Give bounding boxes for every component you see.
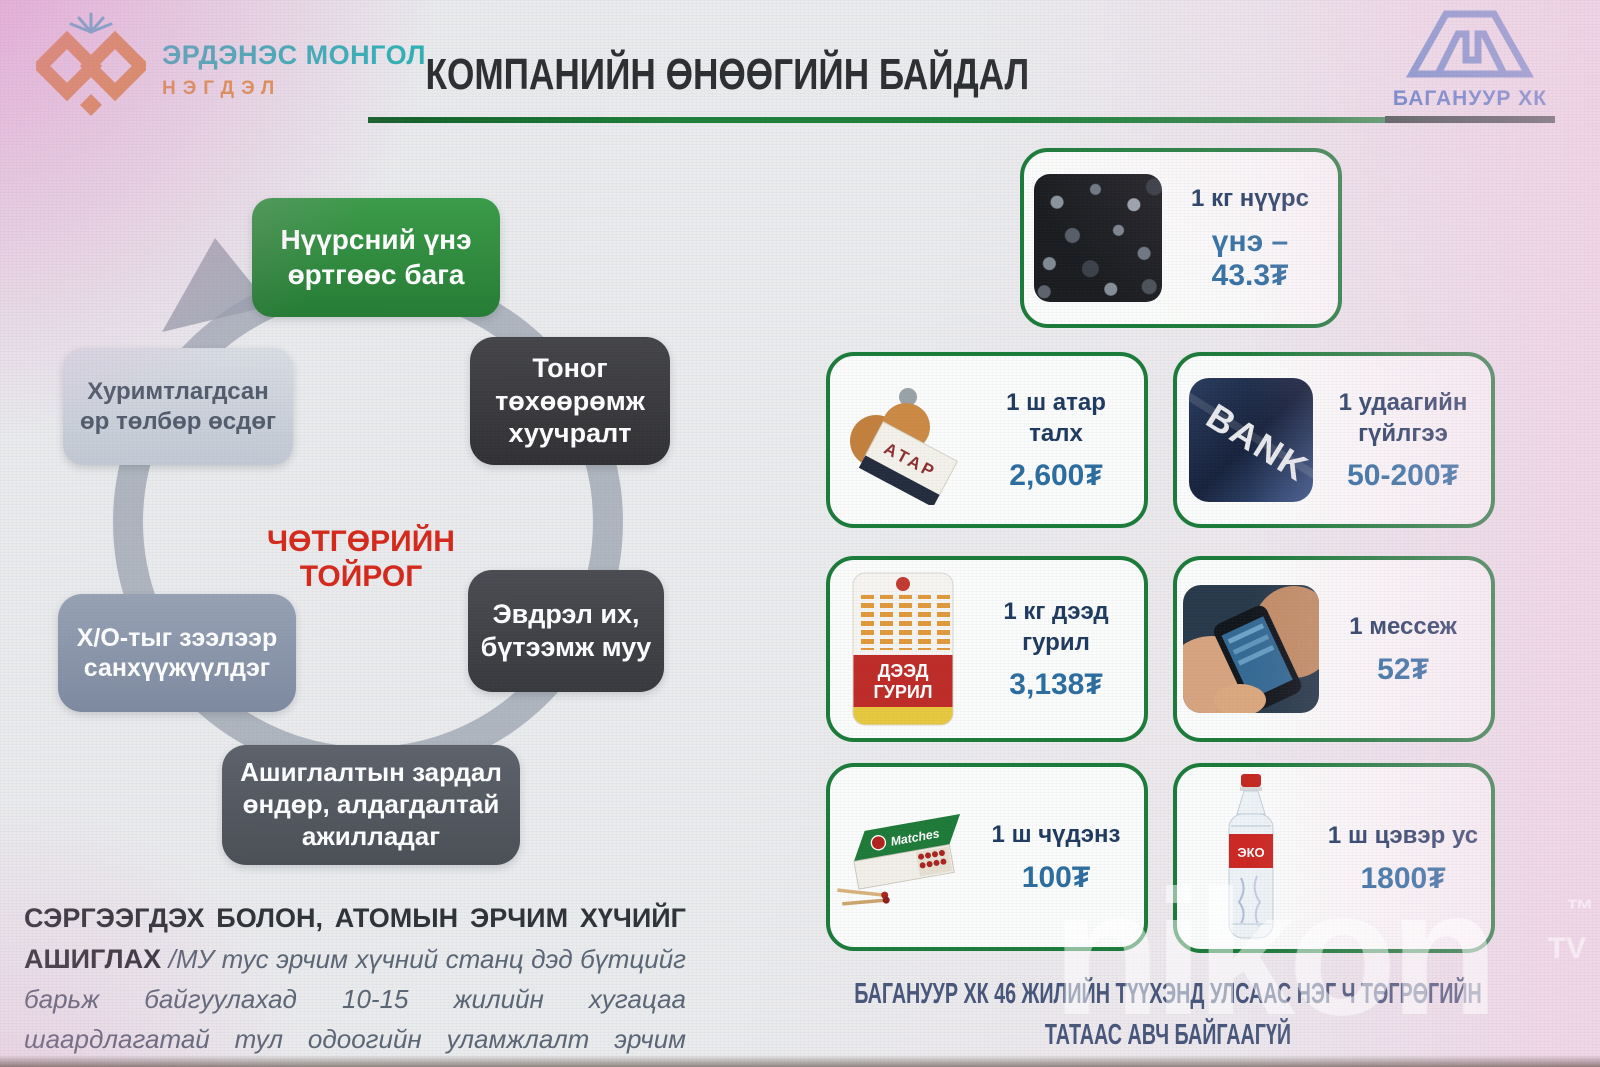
card-label: 1 ш атар талх xyxy=(1006,388,1106,447)
footer-statement-line1: БАГАНУУР ХК 46 ЖИЛИЙН ТҮҮХЭНД УЛСААС НЭГ… xyxy=(854,978,1482,1010)
footer-statement-line2: ТАТААС АВЧ БАЙГААГҮЙ xyxy=(1044,1018,1292,1051)
card-price: 2,600₮ xyxy=(1009,459,1103,493)
baganuur-label: БАГАНУУР ХК xyxy=(1392,87,1548,110)
cycle-node-breakdown: Эвдрэл их, бүтээмж муу xyxy=(468,570,664,692)
card-price: үнэ – 43.3₮ xyxy=(1211,224,1289,292)
price-card-flour: ДЭЭД ГУРИЛ 1 кг дээд гурил 3,138₮ xyxy=(826,556,1148,742)
baganuur-underline xyxy=(1385,116,1555,123)
flour-image: ДЭЭД ГУРИЛ xyxy=(852,572,954,726)
card-price: 100₮ xyxy=(1021,860,1091,894)
card-label: 1 удаагийн гүйлгээ xyxy=(1338,388,1468,447)
cycle-node-equipment: Тоног төхөөрөмж хуучралт xyxy=(470,337,670,465)
svg-text:ГУРИЛ: ГУРИЛ xyxy=(874,682,933,702)
price-card-water: ЭКО 1 ш цэвэр ус 1800₮ xyxy=(1173,763,1495,953)
card-label: 1 ш чүдэнз xyxy=(991,821,1121,849)
bread-image: АТАР xyxy=(850,388,959,505)
card-label: 1 кг дээд гурил xyxy=(1003,597,1109,656)
svg-text:ДЭЭД: ДЭЭД xyxy=(878,661,929,681)
card-price: 52₮ xyxy=(1377,652,1429,686)
cycle-node-costs: Ашиглалтын зардал өндөр, алдагдалтай ажи… xyxy=(222,745,520,865)
cycle-center-label: ЧӨТГӨРИЙН ТОЙРОГ xyxy=(267,525,455,594)
baganuur-logo: БАГАНУУР ХК xyxy=(1382,6,1558,123)
price-card-bank: BANK 1 удаагийн гүйлгээ 50-200₮ xyxy=(1173,352,1495,528)
cycle-node-debt: Хуримтлагдсан өр төлбөр өсдөг xyxy=(63,348,293,465)
erdenes-knot-icon xyxy=(36,12,146,116)
price-card-matches: Matches 1 ш чүдэнз 100₮ xyxy=(826,763,1148,951)
matchbox-image: Matches xyxy=(837,814,961,906)
coal-image xyxy=(1034,174,1162,302)
card-price: 50-200₮ xyxy=(1347,459,1459,493)
card-price: 3,138₮ xyxy=(1009,668,1103,702)
price-card-bread: АТАР 1 ш атар талх 2,600₮ xyxy=(826,352,1148,528)
card-price: 1800₮ xyxy=(1360,861,1446,895)
watermark-tv: TV xyxy=(1547,932,1586,965)
water-bottle-image: ЭКО xyxy=(1228,774,1274,939)
price-card-message: 1 мессеж 52₮ xyxy=(1173,556,1495,742)
cycle-node-loans: Х/О-тыг зээлээр санхүүжүүлдэг xyxy=(58,594,296,712)
footer-statement: БАГАНУУР ХК 46 ЖИЛИЙН ТҮҮХЭНД УЛСААС НЭГ… xyxy=(842,974,1495,1055)
card-label: 1 мессеж xyxy=(1349,613,1457,641)
energy-paragraph: СЭРГЭЭГДЭХ БОЛОН, АТОМЫН ЭРЧИМ ХҮЧИЙГ АШ… xyxy=(24,898,686,1067)
baganuur-mountain-icon xyxy=(1405,10,1535,78)
price-card-coal: 1 кг нүүрс үнэ – 43.3₮ xyxy=(1020,148,1342,328)
card-label: 1 ш цэвэр ус xyxy=(1327,822,1479,850)
card-label: 1 кг нүүрс xyxy=(1191,185,1309,213)
cycle-node-coal-price: Нүүрсний үнэ өртгөөс бага xyxy=(252,198,500,317)
watermark-tm: ™ xyxy=(1566,894,1594,925)
page-title: КОМПАНИЙН ӨНӨӨГИЙН БАЙДАЛ xyxy=(425,50,1030,99)
svg-text:ЭКО: ЭКО xyxy=(1237,845,1264,860)
phone-in-hand-image xyxy=(1183,585,1319,713)
title-underline xyxy=(368,117,1410,123)
bank-image: BANK xyxy=(1188,378,1314,503)
